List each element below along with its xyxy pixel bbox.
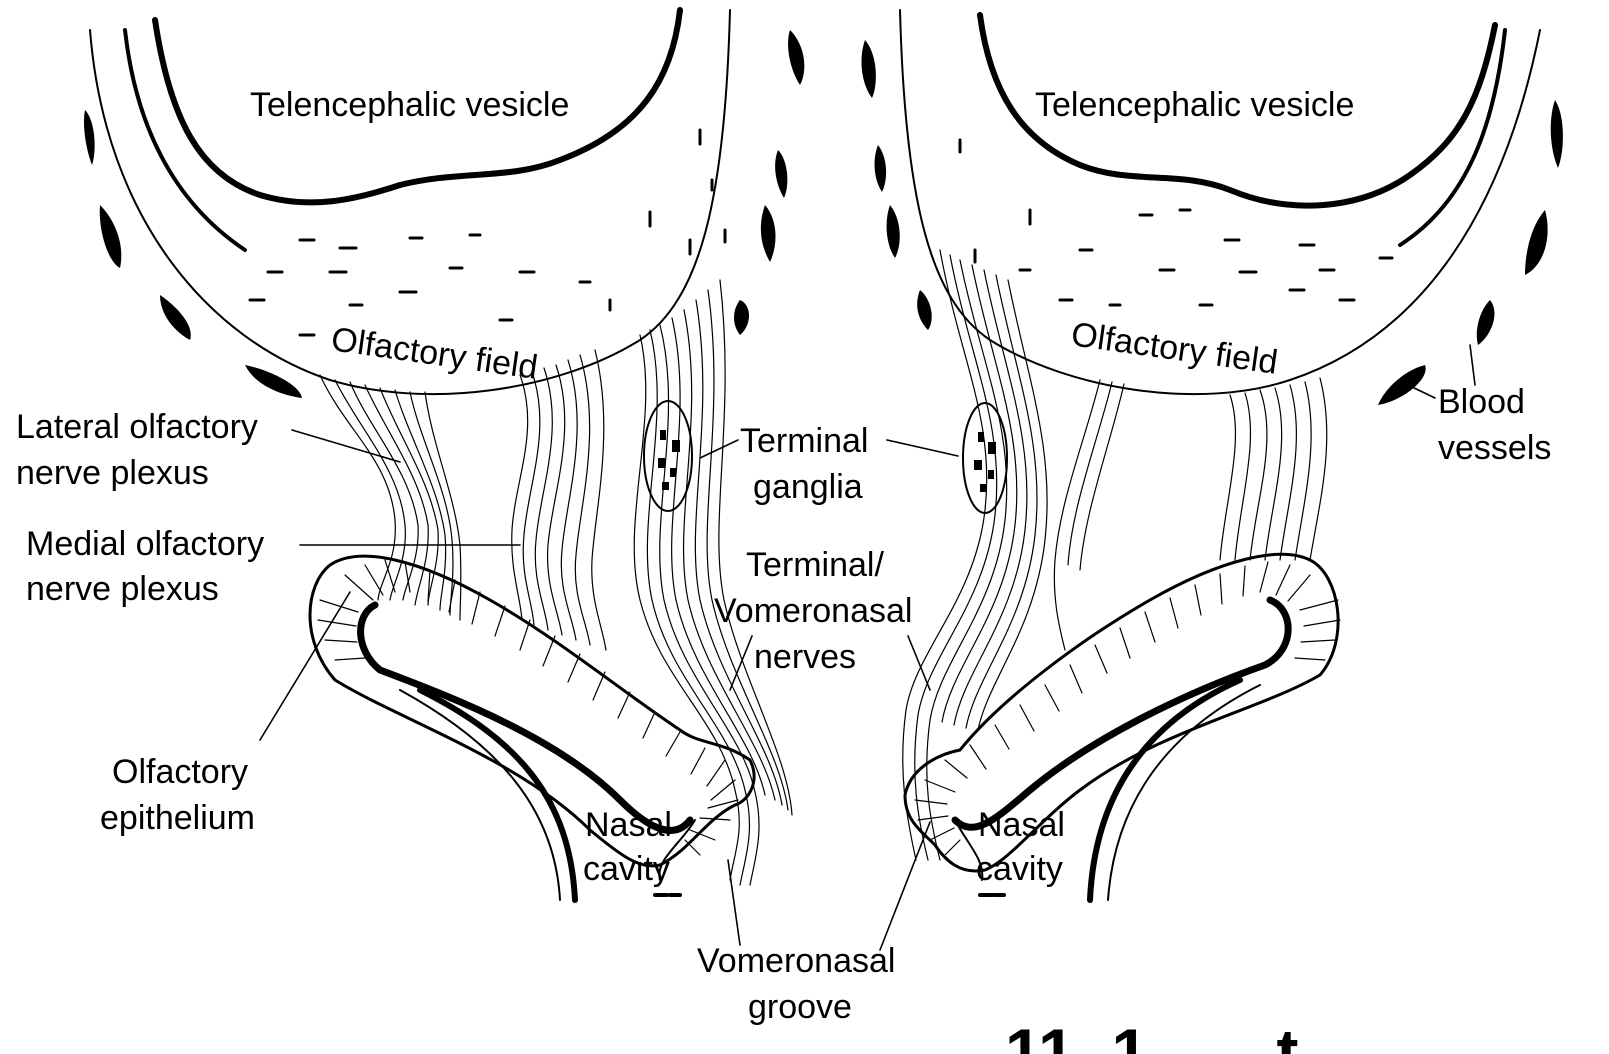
right-leader-lines (880, 345, 1475, 950)
label-nasal-cavity-left-2: cavity (583, 850, 670, 888)
label-nasal-cavity-left-1: Nasal (585, 806, 672, 844)
label-telencephalic-left: Telencephalic vesicle (250, 86, 569, 124)
right-terminal-ganglion (963, 403, 1007, 513)
label-olfactory-field-right: Olfactory field (1069, 315, 1280, 382)
left-dashes (250, 130, 725, 335)
right-dashes (960, 140, 1392, 305)
label-olfactory-epithelium-1: Olfactory (112, 753, 248, 791)
label-vomeronasal-groove-2: groove (748, 988, 852, 1026)
cut-off-caption: 11. 1 . . . t (1005, 1015, 1299, 1054)
label-telencephalic-right: Telencephalic vesicle (1035, 86, 1354, 124)
label-nasal-cavity-right-2: cavity (976, 850, 1063, 888)
left-olfactory-epithelium (310, 556, 754, 900)
left-nerve-plexus-fibers (320, 280, 792, 885)
label-blood-vessels-1: Blood (1438, 383, 1525, 421)
label-blood-vessels-2: vessels (1438, 429, 1551, 467)
label-medial-plexus-2: nerve plexus (26, 570, 219, 608)
label-olfactory-epithelium-2: epithelium (100, 799, 255, 837)
label-terminal-vomeronasal-3: nerves (754, 638, 856, 676)
left-epithelium-hatching (318, 560, 738, 855)
right-ganglion-cells (974, 432, 996, 492)
label-lateral-plexus-2: nerve plexus (16, 454, 209, 492)
label-lateral-plexus-1: Lateral olfactory (16, 408, 258, 446)
label-vomeronasal-groove-1: Vomeronasal (697, 942, 895, 980)
label-terminal-vomeronasal-2: Vomeronasal (714, 592, 912, 630)
label-terminal-ganglia-2: ganglia (753, 468, 863, 506)
label-terminal-vomeronasal-1: Terminal/ (746, 546, 884, 584)
label-medial-plexus-1: Medial olfactory (26, 525, 264, 563)
label-nasal-cavity-right-1: Nasal (978, 806, 1065, 844)
label-terminal-ganglia-1: Terminal (740, 422, 868, 460)
label-olfactory-field-left: Olfactory field (329, 320, 540, 387)
right-olfactory-epithelium (905, 554, 1338, 900)
